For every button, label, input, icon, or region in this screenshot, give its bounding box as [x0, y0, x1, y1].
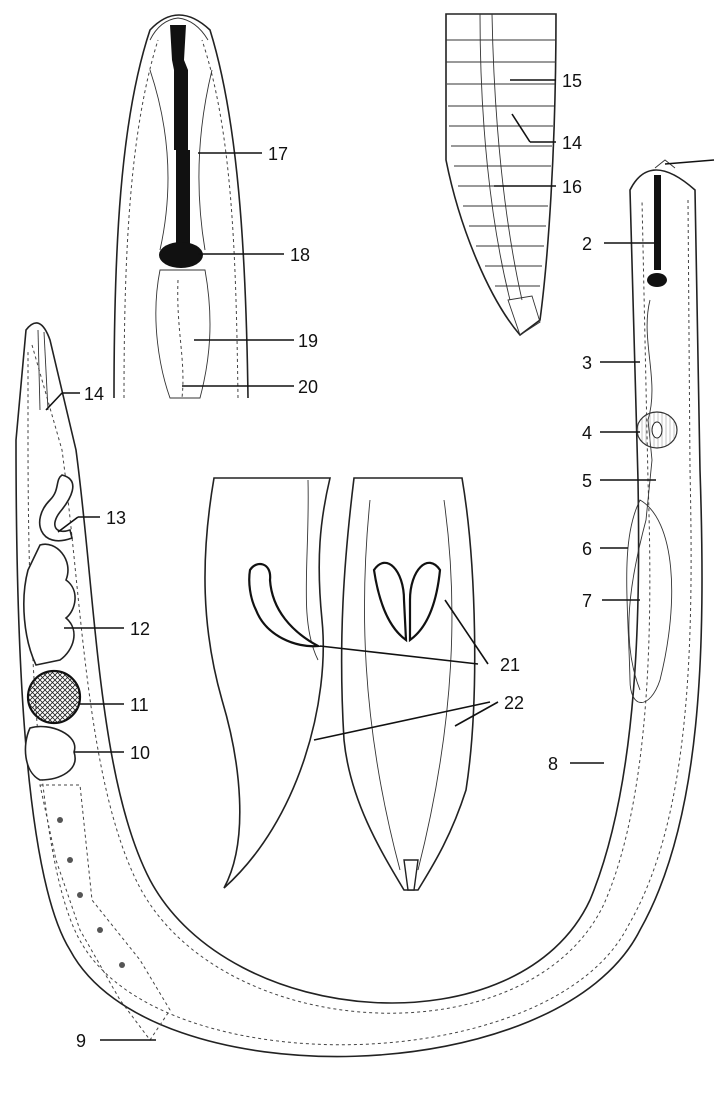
label-texts: 2 3 4 5 6 7 8 9 10 11 12 13 14 14 15 16 …	[76, 71, 592, 1051]
worm-body	[16, 160, 702, 1057]
spicules-ventral	[374, 563, 440, 640]
cuticle-inner-line	[28, 200, 691, 1045]
spicule-loop	[40, 475, 73, 541]
stylet-knobs	[647, 273, 667, 287]
esophageal-gland-lobe	[627, 500, 672, 703]
label-7: 7	[582, 591, 592, 611]
label-3: 3	[582, 353, 592, 373]
label-8: 8	[548, 754, 558, 774]
spicule-lateral	[249, 564, 318, 646]
esophagus	[629, 300, 652, 690]
label-14-body: 14	[84, 384, 104, 404]
label-12: 12	[130, 619, 150, 639]
testis-upper	[24, 544, 75, 665]
sperm-mass	[28, 671, 80, 723]
label-19: 19	[298, 331, 318, 351]
label-14-tail: 14	[562, 133, 582, 153]
leader-lines	[46, 80, 714, 1040]
label-6: 6	[582, 539, 592, 559]
label-20: 20	[298, 377, 318, 397]
label-21: 21	[500, 655, 520, 675]
label-9: 9	[76, 1031, 86, 1051]
label-13: 13	[106, 508, 126, 528]
label-15: 15	[562, 71, 582, 91]
label-17: 17	[268, 144, 288, 164]
label-10: 10	[130, 743, 150, 763]
body-outline	[16, 170, 702, 1057]
germ-cells	[40, 785, 170, 1040]
label-4: 4	[582, 423, 592, 443]
reproductive-system	[24, 330, 170, 1040]
label-5: 5	[582, 471, 592, 491]
label-22: 22	[504, 693, 524, 713]
stylet-knob	[159, 242, 203, 268]
label-2: 2	[582, 234, 592, 254]
testis-lower	[25, 727, 75, 780]
label-18: 18	[290, 245, 310, 265]
spicule-views-inset	[205, 478, 475, 890]
stylet	[654, 175, 661, 270]
tail-lateral-inset	[446, 14, 556, 335]
label-16: 16	[562, 177, 582, 197]
label-11: 11	[130, 695, 149, 715]
